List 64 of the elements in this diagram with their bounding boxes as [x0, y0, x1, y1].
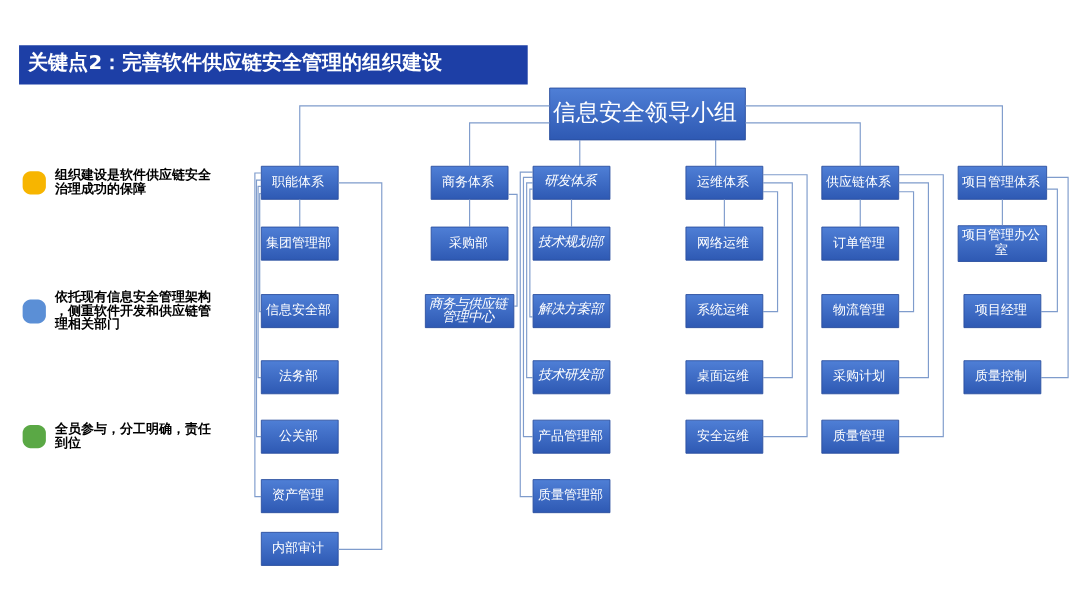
node-box: 商务与供应链管理中心: [424, 294, 515, 329]
node-box: 技术研发部: [532, 360, 611, 395]
node-box: 资产管理: [260, 479, 339, 514]
connector: [1040, 188, 1058, 313]
node-box: 职能体系: [260, 165, 339, 200]
node-box: 网络运维: [685, 226, 764, 261]
node-box: 质量管理: [821, 419, 900, 454]
connector: [529, 188, 534, 318]
connector: [1040, 176, 1069, 379]
node-box: 桌面运维: [685, 360, 764, 395]
node-box: 项目经理: [963, 294, 1042, 329]
connector: [526, 182, 534, 379]
connector: [570, 198, 573, 228]
node-box: 运维体系: [685, 165, 764, 200]
connector: [299, 105, 551, 167]
connector: [723, 198, 725, 228]
label: 组织建设是软件供应链安全治理成功的保障: [54, 167, 211, 196]
connector: [1001, 198, 1003, 226]
connector: [744, 105, 1003, 167]
connector: [469, 198, 471, 228]
connector: [255, 179, 262, 438]
node-box: 安全运维: [685, 419, 764, 454]
node-box: 采购部: [430, 226, 509, 261]
connector: [898, 191, 915, 313]
connector: [715, 139, 717, 167]
node-box: 项目管理办公室: [957, 225, 1048, 262]
node-box: 商务体系: [430, 165, 509, 200]
node-box: 信息安全领导小组: [549, 87, 746, 141]
node-box: 产品管理部: [532, 419, 611, 454]
connector: [507, 193, 518, 307]
connector: [299, 198, 301, 228]
connector: [337, 182, 383, 550]
node-box: 质量控制: [963, 360, 1042, 395]
node-box: 技术规划部: [532, 226, 611, 261]
connector: [257, 185, 262, 379]
node-box: 系统运维: [685, 294, 764, 329]
node-box: 法务部: [260, 360, 339, 395]
connector: [469, 122, 551, 167]
node-box: 研发体系: [532, 165, 611, 200]
connector: [898, 182, 929, 379]
diagram-title: 关键点2：完善软件供应链安全管理的组织建设: [28, 50, 443, 74]
connector: [762, 174, 808, 438]
node-box: 解决方案部: [532, 294, 611, 329]
node-box: 采购计划: [821, 360, 900, 395]
connector: [259, 192, 262, 313]
connector: [762, 182, 793, 379]
connector: [898, 174, 944, 438]
label: 全员参与，分工明确，责任到位: [54, 421, 211, 450]
label: 依托现有信息安全管理架构，侧重软件开发和供应链管理相关部门: [54, 289, 211, 332]
node-box: 项目管理体系: [957, 165, 1048, 200]
node-box: 集团管理部: [260, 226, 339, 261]
node-box: 供应链体系: [821, 165, 900, 200]
node-box: 物流管理: [821, 294, 900, 329]
connector: [762, 191, 779, 313]
connector: [579, 139, 581, 167]
connector: [859, 198, 861, 228]
connector: [254, 172, 262, 498]
node-box: 订单管理: [821, 226, 900, 261]
node-box: 信息安全部: [260, 294, 339, 329]
connector: [522, 176, 534, 438]
node-box: 质量管理部: [532, 479, 611, 514]
node-box: 公关部: [260, 419, 339, 454]
connector: [744, 122, 861, 167]
node-box: 内部审计: [260, 531, 339, 566]
